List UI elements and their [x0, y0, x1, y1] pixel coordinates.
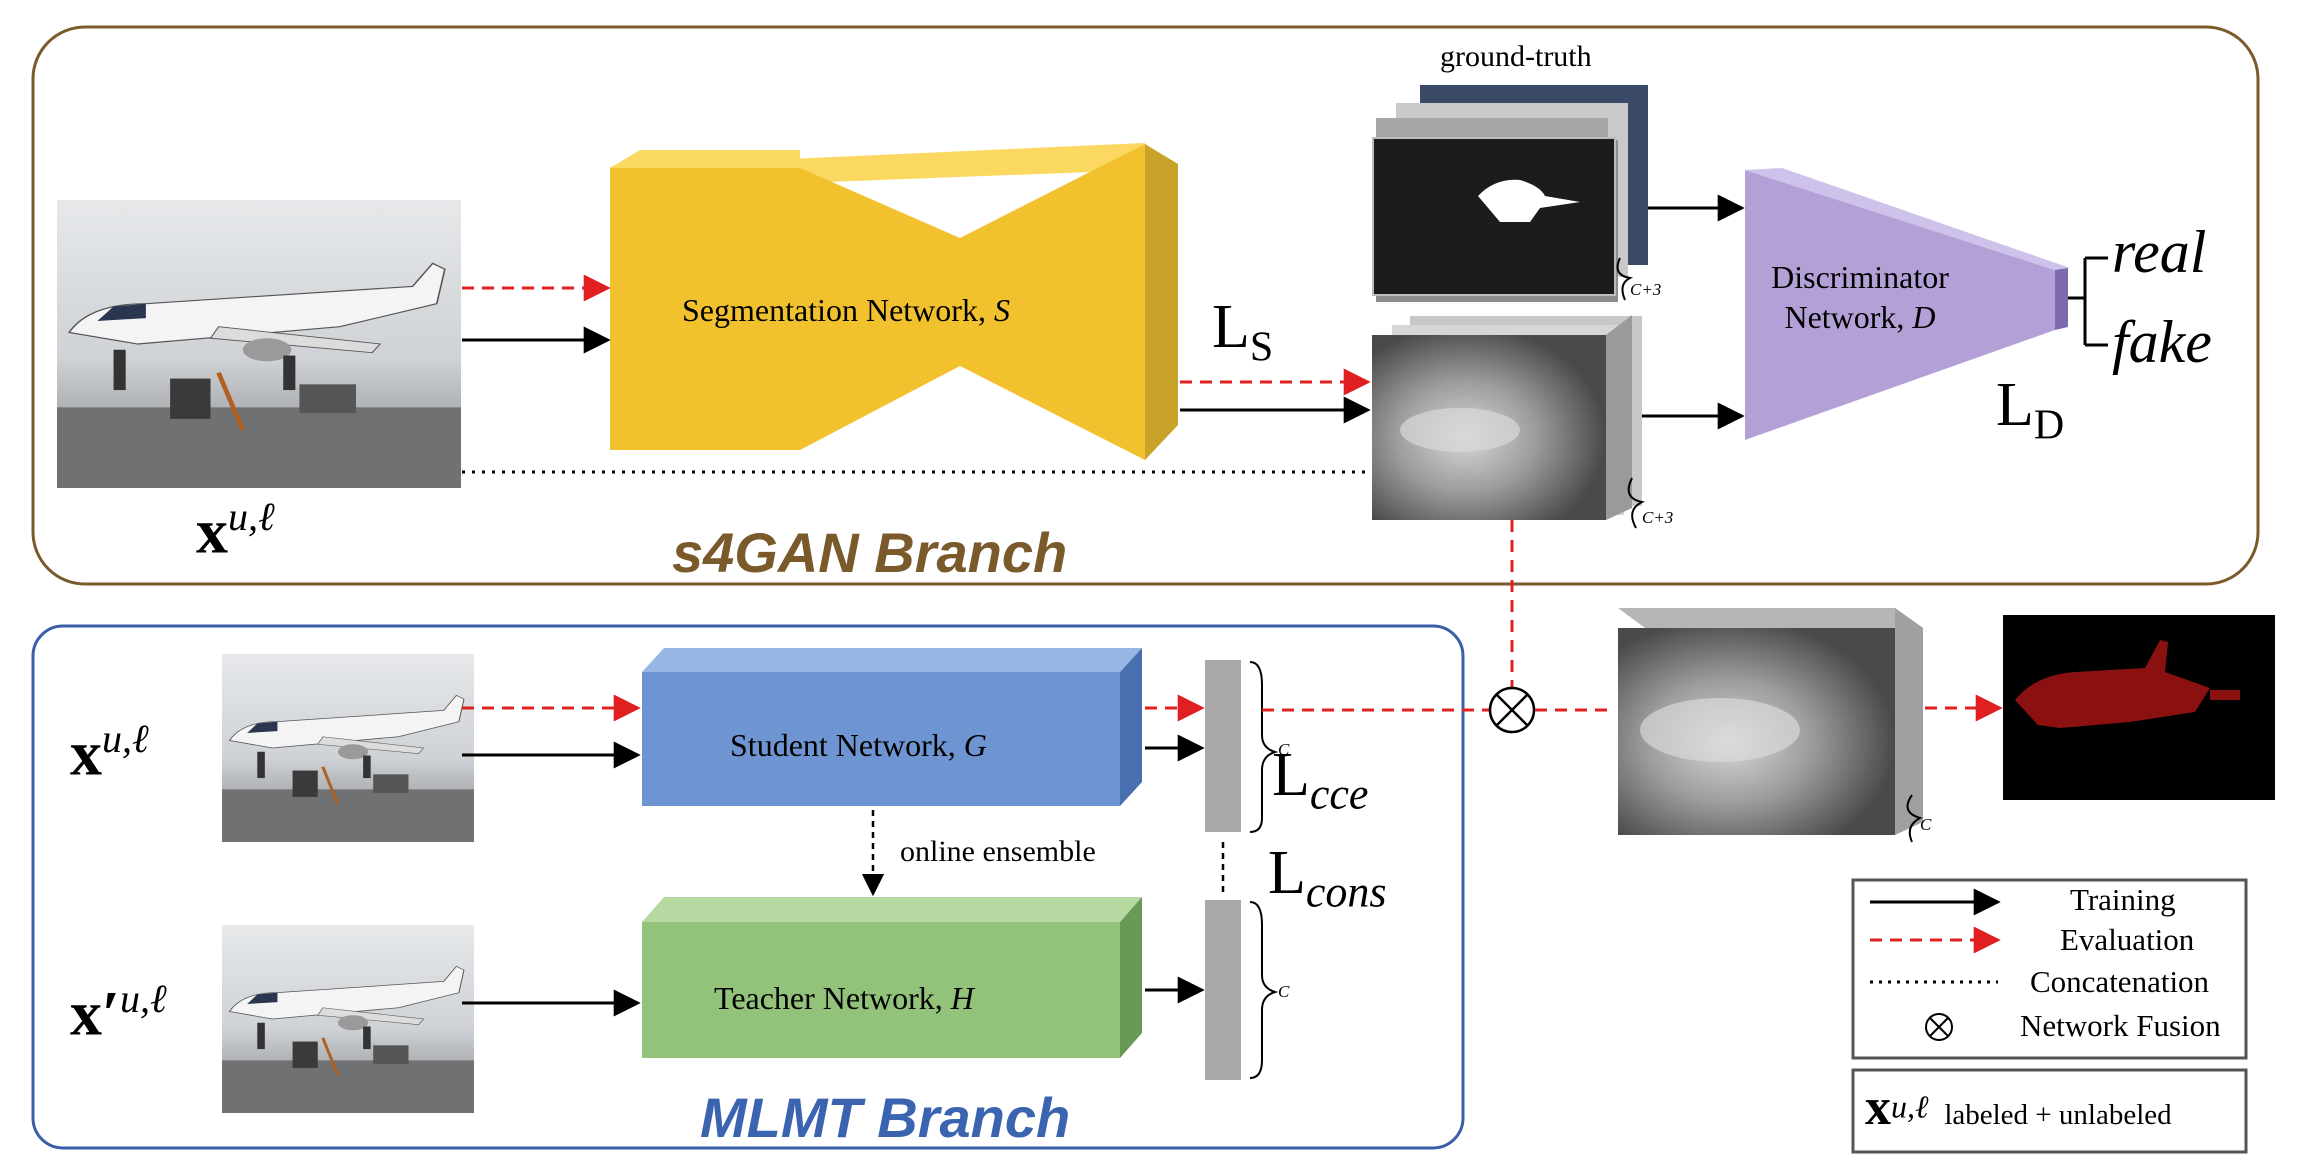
input-label-s4gan-x: x — [196, 495, 228, 567]
segmentation-network-shape — [610, 143, 1178, 460]
discriminator-label-line2: Network, D — [1765, 297, 1955, 337]
student-output-bar — [1205, 660, 1241, 832]
mlmt-branch-frame — [31, 624, 1465, 1150]
loss-cons: Lcons — [1268, 838, 1387, 917]
prediction-stack — [1372, 315, 1642, 520]
brace-student-label: C — [1278, 740, 1290, 759]
ground-truth-label: ground-truth — [1440, 40, 1592, 73]
legend-concatenation-label: Concatenation — [2030, 964, 2210, 999]
input-label-teacher-x: x′ — [70, 977, 120, 1049]
loss-cce-subscript: cce — [1309, 769, 1369, 819]
segmentation-network-text: Segmentation Network, — [682, 292, 994, 328]
loss-d-symbol: L — [1996, 371, 2034, 439]
fused-stack — [1618, 608, 1923, 835]
student-network-label: Student Network, G — [730, 727, 987, 764]
brace-teacher — [1249, 901, 1279, 1079]
legend-notation-box — [1851, 1068, 2248, 1154]
teacher-network-label: Teacher Network, H — [714, 980, 974, 1017]
ground-truth-stack — [1372, 85, 1648, 302]
fake-label: fake — [2112, 309, 2212, 375]
legend-notation-x: x — [1865, 1079, 1891, 1136]
loss-cons-symbol: L — [1268, 839, 1306, 907]
input-label-s4gan: xu,ℓ — [196, 493, 275, 568]
disc-output-fork — [2068, 256, 2108, 347]
segmentation-network-label: Segmentation Network, S — [682, 292, 1010, 329]
segmentation-output-image — [2003, 615, 2275, 800]
legend-notation-desc: labeled + unlabeled — [1944, 1099, 2172, 1131]
brace-student — [1249, 661, 1279, 833]
loss-s-symbol: L — [1212, 293, 1250, 361]
legend-fusion-icon — [1925, 1013, 1953, 1041]
discriminator-label-text: Network, — [1784, 299, 1913, 335]
input-label-student-x: x — [70, 717, 102, 789]
input-image-s4gan — [57, 200, 461, 488]
input-label-s4gan-sup: u,ℓ — [228, 494, 275, 539]
input-label-student-sup: u,ℓ — [102, 716, 149, 761]
brace-teacher-label: C — [1278, 982, 1290, 1001]
brace-fused-label: C — [1920, 815, 1932, 834]
brace-gt-label: C+3 — [1630, 280, 1662, 299]
s4gan-branch-frame — [31, 25, 2260, 586]
loss-cce-symbol: L — [1272, 741, 1310, 809]
input-image-teacher — [220, 923, 476, 1115]
online-ensemble-label: online ensemble — [900, 835, 1096, 868]
network-fusion-icon — [1488, 686, 1536, 734]
loss-cce: Lcce — [1272, 740, 1368, 819]
teacher-network-text: Teacher Network, — [714, 980, 951, 1016]
teacher-network-symbol: H — [950, 980, 974, 1016]
legend-evaluation-label: Evaluation — [2060, 922, 2195, 957]
discriminator-label: Discriminator Network, D — [1765, 257, 1955, 337]
mlmt-branch-title: MLMT Branch — [700, 1086, 1071, 1149]
input-label-teacher: x′u,ℓ — [70, 975, 167, 1050]
segmentation-network-symbol: S — [993, 292, 1010, 328]
input-image-student — [220, 652, 476, 844]
legend-notation: xu,ℓ labeled + unlabeled — [1865, 1078, 2172, 1137]
student-network-text: Student Network, — [730, 727, 964, 763]
discriminator-shape — [1745, 168, 2070, 440]
discriminator-label-line1: Discriminator — [1771, 259, 1949, 295]
s4gan-branch-title: s4GAN Branch — [672, 521, 1068, 584]
legend-training-label: Training — [2070, 882, 2176, 917]
student-network-shape — [642, 648, 1142, 806]
student-network-symbol: G — [963, 727, 987, 763]
brace-prediction — [1627, 477, 1646, 529]
loss-d-subscript: D — [2033, 402, 2065, 449]
legend-fusion-label: Network Fusion — [2020, 1008, 2221, 1043]
legend-box — [1851, 878, 2248, 1060]
input-label-student: xu,ℓ — [70, 715, 149, 790]
teacher-network-shape — [642, 897, 1142, 1058]
discriminator-symbol: D — [1912, 299, 1936, 335]
input-label-teacher-sup: u,ℓ — [120, 976, 167, 1021]
loss-s: LS — [1212, 292, 1273, 371]
loss-s-subscript: S — [1249, 324, 1274, 371]
real-label: real — [2112, 219, 2207, 285]
brace-fused — [1906, 794, 1923, 843]
brace-ground-truth — [1616, 257, 1634, 301]
loss-d: LD — [1996, 370, 2064, 449]
legend-notation-sup: u,ℓ — [1891, 1088, 1929, 1125]
loss-cons-subscript: cons — [1305, 867, 1387, 917]
brace-pred-label: C+3 — [1642, 508, 1674, 527]
teacher-output-bar — [1205, 900, 1241, 1080]
